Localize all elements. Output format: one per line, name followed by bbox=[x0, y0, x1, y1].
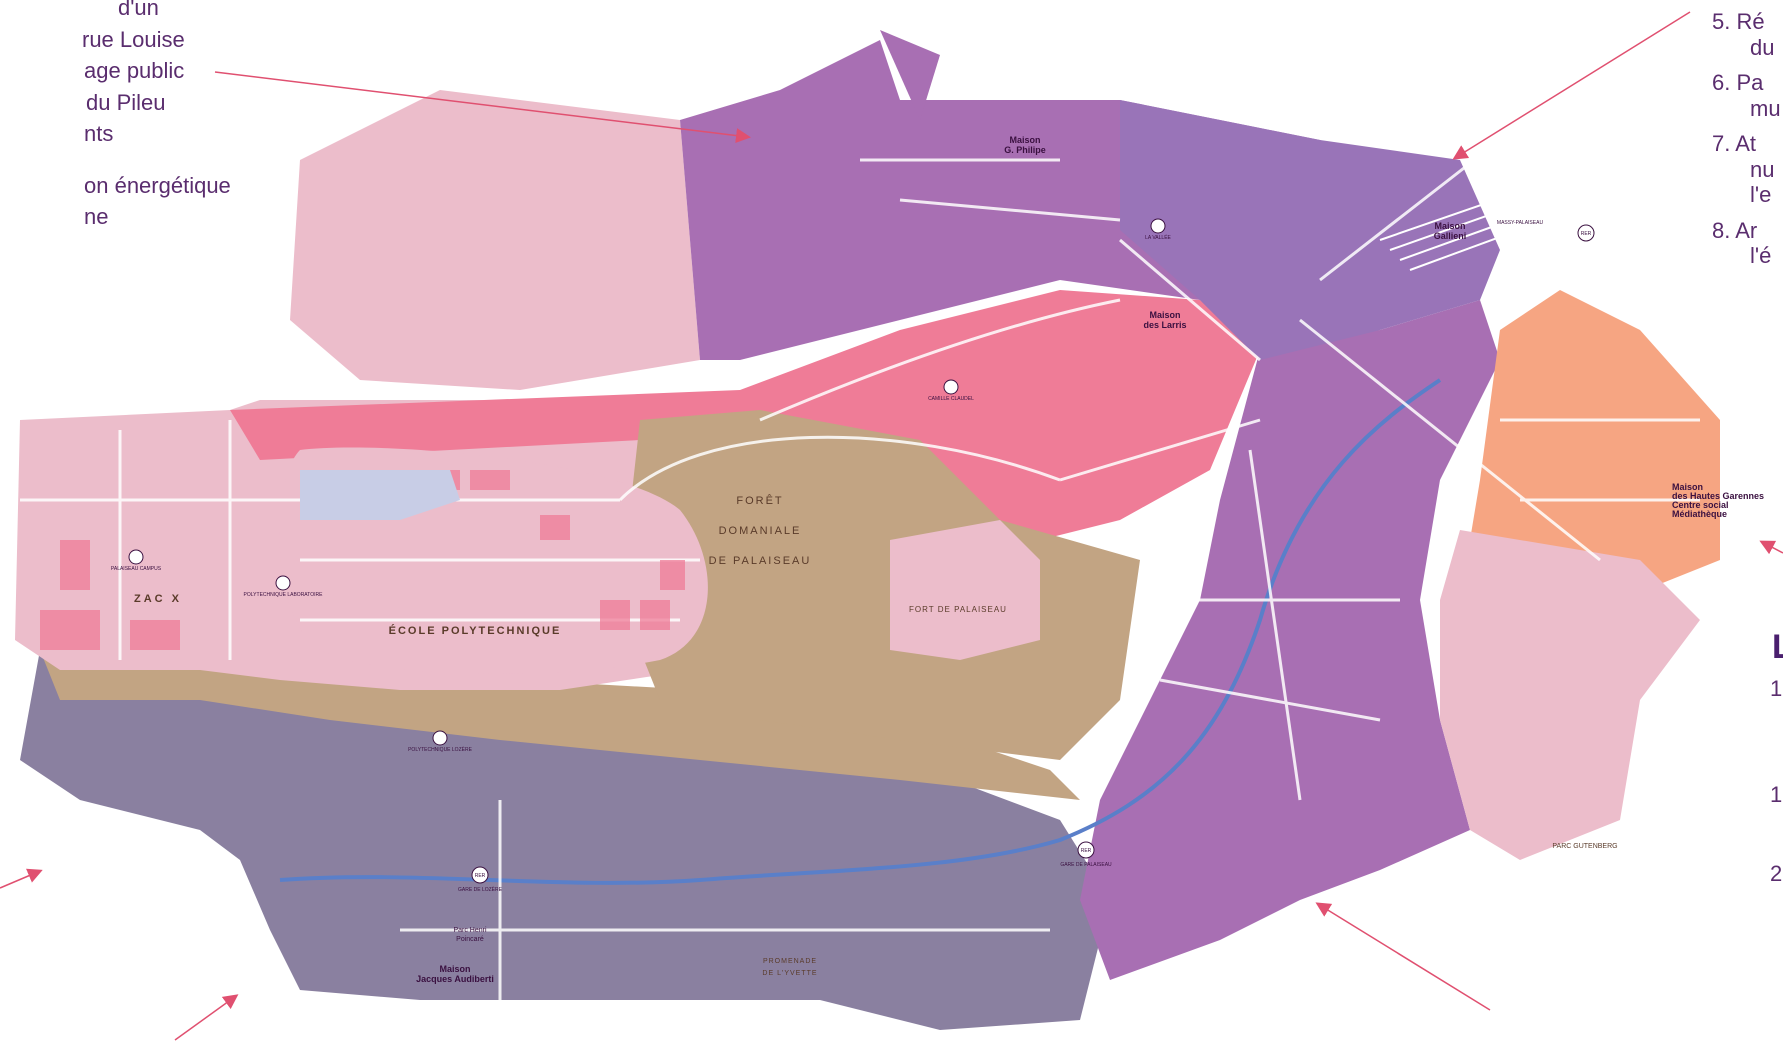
promenade-label-2: DE L'YVETTE bbox=[762, 970, 817, 977]
station-label: GARE DE LOZÈRE bbox=[458, 886, 503, 893]
left-legend-text: d'un rue Louise age public du Pileu nts … bbox=[0, 0, 231, 235]
rer-badge-icon bbox=[471, 866, 489, 884]
left-legend-line: du Pileu bbox=[86, 89, 166, 115]
foret-label-1: FORÊT bbox=[736, 494, 783, 507]
rer-badge-text: RER bbox=[1081, 848, 1092, 854]
fort-label: FORT DE PALAISEAU bbox=[909, 605, 1007, 614]
station-icon bbox=[128, 549, 144, 565]
road-network bbox=[20, 138, 1700, 1000]
maison-hautes-2: des Hautes Garennes bbox=[1672, 491, 1764, 501]
lake bbox=[300, 470, 460, 520]
foret-label-3: DE PALAISEAU bbox=[709, 555, 812, 567]
parc-gutenberg-label: PARC GUTENBERG bbox=[1552, 843, 1617, 850]
right-legend-line: 6. Pa bbox=[1712, 70, 1764, 95]
left-legend-line: d'un bbox=[118, 0, 159, 20]
maison-audiberti-1: Maison bbox=[439, 964, 470, 974]
maison-philipe-2: G. Philipe bbox=[1004, 145, 1046, 155]
maison-philipe-1: Maison bbox=[1009, 135, 1040, 145]
field-northwest bbox=[290, 90, 700, 390]
district-east bbox=[1080, 300, 1500, 980]
right-legend-text: 5. Ré du 6. Pa mu 7. At nu l'e 8. Ar l'é bbox=[1712, 8, 1783, 278]
right-legend-line: 8. Ar bbox=[1712, 217, 1758, 243]
maison-hautes-4: Médiathèque bbox=[1672, 509, 1727, 519]
rer-badge-text: RER bbox=[475, 873, 486, 879]
forest-domaniale bbox=[620, 410, 1140, 760]
ecole-label: ÉCOLE POLYTECHNIQUE bbox=[389, 624, 562, 637]
district-south bbox=[20, 640, 1110, 1030]
station-label: MASSY-PALAISEAU bbox=[1497, 220, 1544, 226]
station-icon bbox=[432, 730, 448, 746]
station-label: POLYTECHNIQUE LOZÈRE bbox=[408, 746, 472, 753]
fort-blob bbox=[890, 520, 1040, 660]
maison-hautes-3: Centre social bbox=[1672, 500, 1729, 510]
maison-audiberti-2: Jacques Audiberti bbox=[416, 974, 494, 984]
right-legend-line: l'e bbox=[1750, 182, 1772, 207]
right-section-heading: L bbox=[1772, 628, 1783, 666]
maison-gallieni-2: Gallieni bbox=[1434, 231, 1467, 241]
right-legend-line: nu bbox=[1750, 156, 1775, 182]
promenade-label-1: PROMENADE bbox=[763, 958, 817, 965]
district-violet bbox=[1120, 100, 1500, 360]
campus-buildings bbox=[40, 470, 685, 650]
left-legend-line: rue Louise bbox=[82, 26, 185, 52]
right-number: 1 bbox=[1770, 781, 1783, 807]
right-legend-line: du bbox=[1750, 34, 1775, 60]
right-legend-line: mu bbox=[1750, 95, 1781, 121]
right-legend-line: 7. At bbox=[1712, 131, 1757, 156]
district-far-east bbox=[1440, 530, 1700, 860]
station-label: CAMILLE CLAUDEL bbox=[928, 396, 974, 402]
station-icon bbox=[275, 575, 291, 591]
station-label: POLYTECHNIQUE LABORATOIRE bbox=[244, 592, 324, 598]
left-legend-line: nts bbox=[84, 121, 114, 146]
maison-larris-1: Maison bbox=[1149, 310, 1180, 320]
right-legend-line: l'é bbox=[1750, 243, 1772, 268]
left-legend-line: ne bbox=[84, 204, 109, 229]
railway bbox=[1379, 149, 1656, 271]
foret-label-2: DOMANIALE bbox=[719, 525, 802, 537]
maison-gallieni-1: Maison bbox=[1434, 221, 1465, 231]
maison-larris-2: des Larris bbox=[1143, 320, 1186, 330]
station-icon bbox=[943, 379, 959, 395]
rer-badge-icon bbox=[1577, 224, 1595, 242]
station-label: PALAISEAU CAMPUS bbox=[111, 566, 162, 572]
tan-belt-south bbox=[40, 650, 1080, 800]
left-legend-line: on énergétique bbox=[84, 172, 231, 198]
right-legend-line: 5. Ré bbox=[1712, 9, 1765, 34]
right-number: 1 bbox=[1770, 676, 1783, 701]
station-label: LA VALLÉE bbox=[1145, 234, 1171, 241]
maison-hautes-1: Maison bbox=[1672, 482, 1703, 492]
station-label: GARE DE PALAISEAU bbox=[1060, 862, 1112, 868]
station-icon bbox=[1150, 218, 1166, 234]
annotation-arrows bbox=[0, 11, 1783, 1041]
right-number: 2 bbox=[1770, 861, 1783, 886]
left-legend-line: age public bbox=[84, 58, 185, 83]
right-lower-numbers: 1 1 2 bbox=[1770, 675, 1783, 888]
rer-badge-icon bbox=[1077, 841, 1095, 859]
rer-badge-text: RER bbox=[1581, 231, 1592, 237]
zacx-label: ZAC X bbox=[134, 593, 182, 605]
north-triangle bbox=[880, 30, 940, 120]
parc-henri-1: Parc Henri bbox=[453, 927, 487, 934]
parc-henri-2: Poincaré bbox=[456, 936, 484, 943]
left-legend-line bbox=[0, 152, 200, 168]
river-yvette bbox=[279, 378, 1442, 885]
